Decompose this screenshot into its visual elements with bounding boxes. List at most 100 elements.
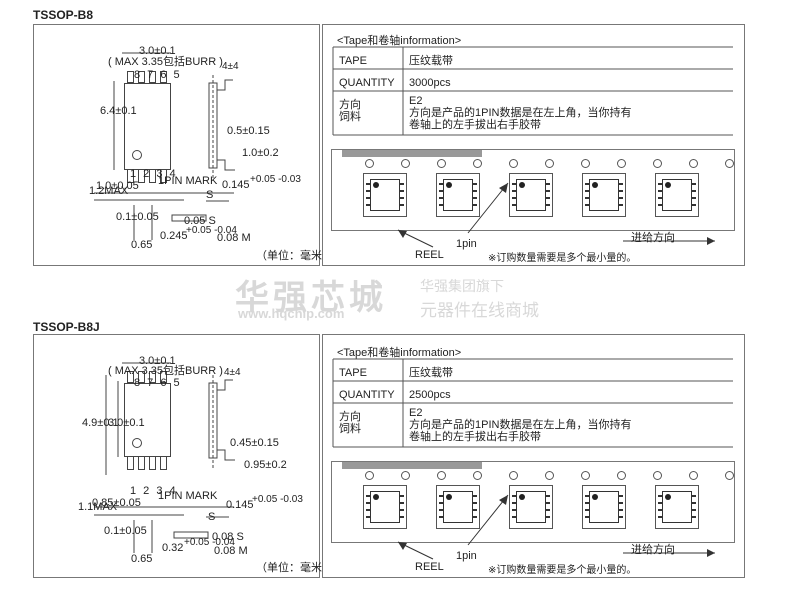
pin <box>127 456 134 470</box>
pin <box>149 456 156 470</box>
pocket-pin <box>692 509 696 511</box>
position-tol: 0.08 M <box>214 545 248 557</box>
pin <box>160 169 167 183</box>
pin1-dot <box>446 182 452 188</box>
sprocket-hole <box>437 471 446 480</box>
chip-in-pocket <box>516 491 546 523</box>
package-drawing-panel: 3.0±0.1 ( MAX 3.35包括BURR ) 4±4 8 7 6 5 6… <box>33 24 333 266</box>
quantity-value: 2500pcs <box>409 389 451 401</box>
pocket-pin <box>658 204 662 206</box>
direction-label: 方向 饲料 <box>339 411 361 435</box>
pin <box>127 169 134 183</box>
pocket-pin <box>439 204 443 206</box>
pocket-pin <box>692 495 696 497</box>
pocket-pin <box>473 204 477 206</box>
pocket-pin <box>400 190 404 192</box>
tape-pocket <box>655 173 699 217</box>
sprocket-hole <box>545 471 554 480</box>
sprocket-hole <box>617 471 626 480</box>
max-note: ( MAX 3.35包括BURR ) <box>108 56 223 68</box>
tape-arrows <box>397 494 715 560</box>
pin-numbers: 1 2 3 4 <box>130 168 178 180</box>
thickness-tol: +0.05 -0.03 <box>252 494 303 505</box>
pocket-pin <box>658 190 662 192</box>
tape-pocket <box>363 173 407 217</box>
sprocket-hole <box>689 471 698 480</box>
sprocket-hole <box>581 159 590 168</box>
unit-label: （单位：毫米） <box>256 250 333 262</box>
pocket-pin <box>692 516 696 518</box>
pocket-pin <box>585 516 589 518</box>
pocket-pin <box>619 516 623 518</box>
chip-in-pocket <box>589 179 619 211</box>
max-height: 1.1MAX <box>78 501 118 513</box>
dimension-lines <box>94 52 234 240</box>
carrier-tape <box>331 461 735 543</box>
lead-width-tol: +0.05 -0.04 <box>186 225 237 236</box>
tape-table-lines <box>332 46 733 136</box>
watermark-slogan-2: 元器件在线商城 <box>420 301 539 320</box>
pitch: 0.65 <box>131 239 153 251</box>
pocket-pin <box>619 197 623 199</box>
sprocket-hole <box>473 471 482 480</box>
tape-info-panel: <Tape和卷轴information> TAPE 压纹载带 QUANTITY … <box>322 24 745 266</box>
lead-dimension-a: 0.5±0.15 <box>227 125 270 137</box>
direction-value: E2 方向是产品的1PIN数据是在左上角，当你持有 卷轴上的左手拔出右手胶带 <box>409 95 632 131</box>
max-note: ( MAX 3.35包括BURR ) <box>108 365 223 377</box>
pocket-pin <box>658 516 662 518</box>
lead-width: 0.245 <box>160 230 188 242</box>
s-label: S <box>206 189 214 201</box>
pin1-label: 1pin <box>456 550 477 562</box>
tape-pocket <box>363 485 407 529</box>
tape-pocket <box>655 485 699 529</box>
quantity-label: QUANTITY <box>339 389 395 401</box>
chip-in-pocket <box>662 179 692 211</box>
reel-label: REEL <box>415 561 444 573</box>
pin1-dot <box>519 182 525 188</box>
sprocket-hole <box>401 159 410 168</box>
pin1-dot <box>592 182 598 188</box>
tape-pocket <box>582 173 626 217</box>
pin1-dot <box>373 182 379 188</box>
pocket-pin <box>585 502 589 504</box>
pocket-pin <box>546 495 550 497</box>
body-height: 0.85±0.05 <box>92 497 141 509</box>
pocket-pin <box>400 204 404 206</box>
corner-mark: 4±4 <box>224 367 241 378</box>
top-pin-numbers: 8 7 6 5 <box>134 377 182 389</box>
body-height: 1.0±0.05 <box>96 180 139 192</box>
reel-label: REEL <box>415 249 444 261</box>
pocket-pin <box>512 183 516 185</box>
tape-label: TAPE <box>339 55 367 67</box>
chip-in-pocket <box>662 491 692 523</box>
pitch: 0.65 <box>131 553 153 565</box>
pocket-pin <box>512 502 516 504</box>
pocket-pin <box>692 204 696 206</box>
sprocket-hole <box>653 471 662 480</box>
pin1-dot <box>519 494 525 500</box>
pocket-pin <box>658 509 662 511</box>
tape-table-lines <box>332 358 733 448</box>
height-dimension: 4.9±0.1 <box>82 417 119 429</box>
lead-width: 0.32 <box>162 542 184 554</box>
side-view <box>208 375 235 470</box>
sprocket-hole <box>365 159 374 168</box>
pocket-pin <box>512 197 516 199</box>
sprocket-hole <box>401 471 410 480</box>
pocket-pin <box>439 502 443 504</box>
sprocket-hole <box>509 159 518 168</box>
pocket-pin <box>400 495 404 497</box>
pocket-pin <box>473 509 477 511</box>
pocket-pin <box>366 502 370 504</box>
pocket-pin <box>400 502 404 504</box>
pocket-pin <box>658 502 662 504</box>
quantity-label: QUANTITY <box>339 77 395 89</box>
tape-value: 压纹载带 <box>409 367 453 379</box>
pocket-pin <box>585 183 589 185</box>
unit-label: （单位：毫米） <box>256 562 333 574</box>
direction-label: 方向 饲料 <box>339 99 361 123</box>
pocket-pin <box>619 495 623 497</box>
chip-in-pocket <box>443 179 473 211</box>
width-dimension: 3.0±0.1 <box>139 45 176 57</box>
pocket-pin <box>366 509 370 511</box>
